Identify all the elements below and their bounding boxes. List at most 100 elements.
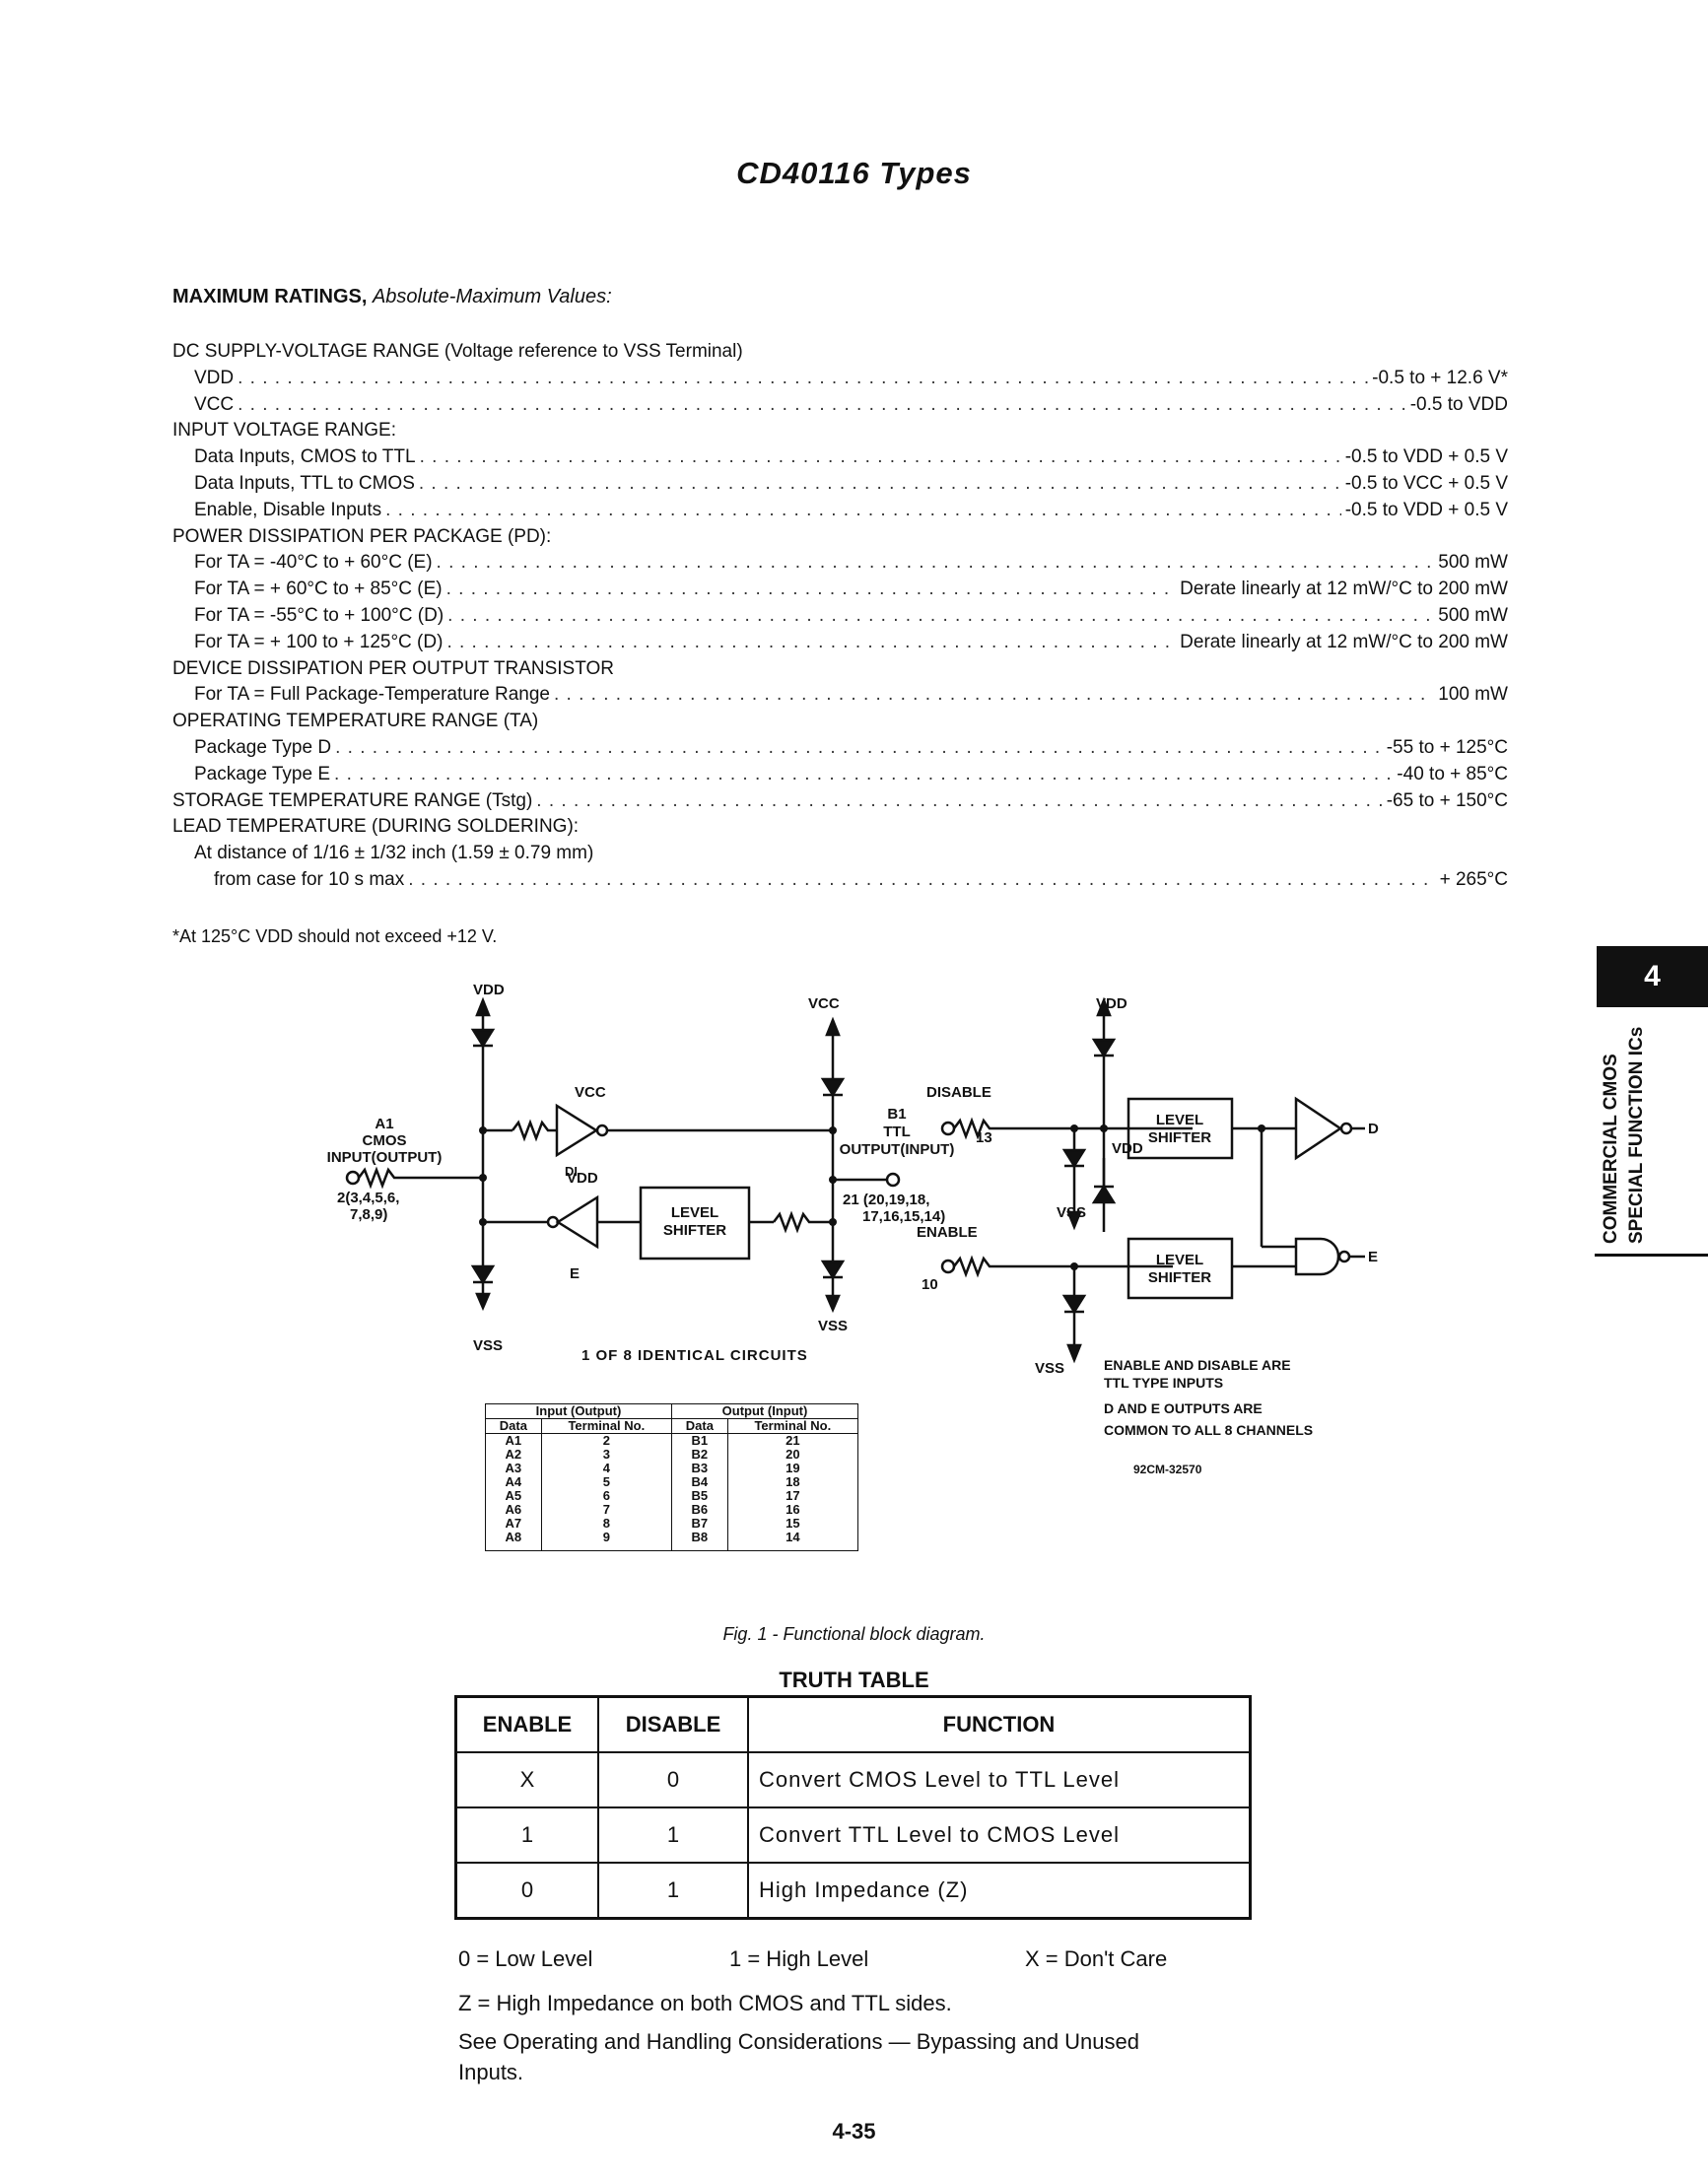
rating-row: DC SUPPLY-VOLTAGE RANGE (Voltage referen… — [172, 341, 1508, 368]
rating-label: Package Type D — [194, 736, 332, 758]
truth-table-cell: Convert CMOS Level to TTL Level — [747, 1751, 1252, 1808]
rating-row: For TA = Full Package-Temperature Range 1… — [172, 684, 1508, 711]
rating-label: At distance of 1/16 ± 1/32 inch (1.59 ± … — [194, 843, 594, 864]
rating-value: 500 mW — [1438, 552, 1508, 574]
vdd-label-buffer: VDD — [567, 1170, 598, 1187]
rating-label: Enable, Disable Inputs — [194, 499, 382, 520]
rating-row: For TA = -40°C to + 60°C (E)500 mW — [172, 552, 1508, 579]
a-pins-label: 2(3,4,5,6, — [337, 1190, 399, 1206]
rating-label: For TA = Full Package-Temperature Range — [194, 684, 550, 706]
rating-row: LEAD TEMPERATURE (DURING SOLDERING): — [172, 816, 1508, 843]
truth-table-cell: 0 — [454, 1862, 599, 1920]
pin-table-cell: 16 — [726, 1503, 859, 1517]
rating-value: 100 mW — [1438, 684, 1508, 706]
max-ratings-label: MAXIMUM RATINGS, — [172, 286, 368, 307]
a1-label: A1 — [375, 1116, 393, 1132]
pin-table-header: Data — [485, 1418, 542, 1434]
leader-dots — [385, 500, 1341, 521]
max-ratings-heading: MAXIMUM RATINGS, Absolute-Maximum Values… — [172, 286, 612, 308]
vdd-label-left: VDD — [473, 982, 505, 998]
pin-table-cell: A6 — [485, 1503, 542, 1517]
diagram-note-3: D AND E OUTPUTS ARE — [1104, 1400, 1263, 1416]
diagram-note-1: ENABLE AND DISABLE ARE — [1104, 1357, 1291, 1373]
diagram-note-2: TTL TYPE INPUTS — [1104, 1375, 1223, 1391]
leader-dots — [446, 632, 1176, 653]
truth-table-cell: 1 — [597, 1806, 749, 1864]
section-tab-label: COMMERCIAL CMOS SPECIAL FUNCTION ICs — [1587, 1015, 1705, 1252]
pin-table-cell: 5 — [540, 1475, 673, 1489]
rating-label: Data Inputs, TTL to CMOS — [194, 472, 415, 494]
rating-label: For TA = -55°C to + 100°C (D) — [194, 604, 444, 626]
output-input-label: OUTPUT(INPUT) — [840, 1141, 955, 1158]
vss-label-disable: VSS — [1057, 1204, 1086, 1221]
level-shifter-bottom-line1: LEVEL — [1156, 1252, 1203, 1268]
leader-dots — [447, 605, 1434, 627]
pin-table-cell: 20 — [726, 1448, 859, 1462]
max-ratings-sublabel: Absolute-Maximum Values: — [372, 286, 612, 307]
vss-label-left: VSS — [473, 1337, 503, 1354]
rating-label: from case for 10 s max — [214, 868, 405, 890]
pin-table-cell: 3 — [540, 1448, 673, 1462]
rating-row: For TA = -55°C to + 100°C (D)500 mW — [172, 605, 1508, 632]
vss-label-mid: VSS — [818, 1318, 848, 1334]
section-tab-line1: COMMERCIAL CMOS — [1601, 1054, 1621, 1244]
section-tab-number: 4 — [1597, 946, 1708, 1007]
leader-dots — [238, 394, 1406, 416]
di-bar-label: DI — [565, 1164, 578, 1179]
pin-table-cell: 4 — [540, 1462, 673, 1475]
diagram-notes: D AND E OUTPUTS ARE COMMON TO ALL 8 CHAN… — [1104, 1397, 1313, 1480]
rating-row: STORAGE TEMPERATURE RANGE (Tstg) -65 to +… — [172, 790, 1508, 817]
enable-pin-label: 10 — [922, 1276, 938, 1293]
rating-row: For TA = + 100 to + 125°C (D)Derate line… — [172, 632, 1508, 658]
legend-high: 1 = High Level — [729, 1946, 869, 1971]
rating-row: Data Inputs, CMOS to TTL-0.5 to VDD + 0.… — [172, 446, 1508, 473]
section-tab-rule — [1595, 1254, 1708, 1257]
truth-table-cell: High Impedance (Z) — [747, 1862, 1252, 1920]
rating-label: DEVICE DISSIPATION PER OUTPUT TRANSISTOR — [172, 657, 614, 679]
leader-dots — [419, 473, 1341, 495]
rating-value: -0.5 to VDD + 0.5 V — [1344, 499, 1508, 520]
truth-table-note-handling: See Operating and Handling Consideration… — [458, 2029, 1139, 2084]
pin-table-cell: 15 — [726, 1517, 859, 1531]
rating-label: POWER DISSIPATION PER PACKAGE (PD): — [172, 525, 552, 547]
input-output-label: INPUT(OUTPUT) — [327, 1149, 443, 1166]
rating-label: STORAGE TEMPERATURE RANGE (Tstg) — [172, 789, 533, 811]
rating-row: OPERATING TEMPERATURE RANGE (TA) — [172, 711, 1508, 737]
disable-label: DISABLE — [926, 1084, 991, 1101]
pin-table-cell: B5 — [671, 1489, 728, 1503]
level-shifter-top-line1: LEVEL — [1156, 1112, 1203, 1128]
vdd-label-right: VDD — [1096, 995, 1127, 1012]
diagram-note-4: COMMON TO ALL 8 CHANNELS — [1104, 1422, 1314, 1438]
pin-table-cell: B4 — [671, 1475, 728, 1489]
rating-label: Package Type E — [194, 763, 331, 784]
rating-label: VDD — [194, 367, 235, 388]
legend-low: 0 = Low Level — [458, 1946, 593, 1971]
rating-label: LEAD TEMPERATURE (DURING SOLDERING): — [172, 816, 580, 838]
rating-row: For TA = + 60°C to + 85°C (E)Derate line… — [172, 579, 1508, 605]
pin-table-cell: A8 — [485, 1531, 542, 1551]
figure-caption: Fig. 1 - Functional block diagram. — [722, 1624, 986, 1644]
pin-table-cell: B7 — [671, 1517, 728, 1531]
pin-table-header: Data — [671, 1418, 728, 1434]
pin-table-cell: 6 — [540, 1489, 673, 1503]
rating-row: Package Type D-55 to + 125°C — [172, 737, 1508, 764]
leader-dots — [238, 368, 1368, 389]
pin-table-cell: 21 — [726, 1433, 859, 1448]
b-pins-label-2: 17,16,15,14) — [862, 1208, 945, 1225]
b1-label: B1 — [887, 1106, 906, 1123]
rating-value: -40 to + 85°C — [1397, 763, 1508, 784]
pin-table-group-output: Output (Input) — [671, 1403, 858, 1419]
rating-value: -65 to + 150°C — [1386, 789, 1508, 811]
pin-table-cell: 7 — [540, 1503, 673, 1517]
rating-label: For TA = + 100 to + 125°C (D) — [194, 631, 444, 652]
truth-table-header: DISABLE — [597, 1695, 749, 1753]
rating-row: from case for 10 s max+ 265°C — [172, 869, 1508, 896]
leader-dots — [408, 869, 1435, 891]
rating-row: VDD-0.5 to + 12.6 V* — [172, 368, 1508, 394]
rating-label: DC SUPPLY-VOLTAGE RANGE (Voltage referen… — [172, 341, 743, 362]
